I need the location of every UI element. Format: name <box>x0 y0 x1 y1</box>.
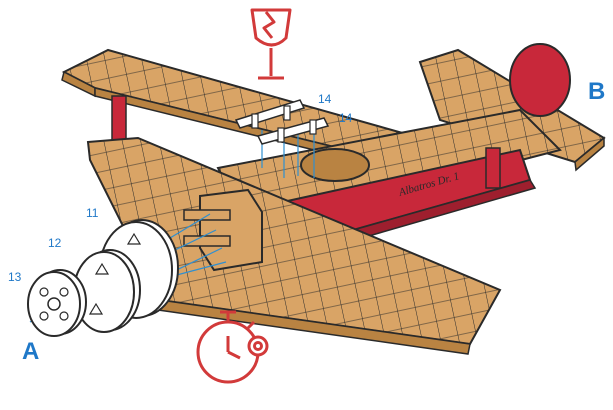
part-13-propeller-cap <box>28 270 86 336</box>
part-number-11: 11 <box>86 206 98 220</box>
part-number-13: 13 <box>8 270 21 284</box>
part-number-14-top: 14 <box>318 92 331 106</box>
part-number-12: 12 <box>48 236 61 250</box>
label-a: A <box>22 338 39 366</box>
fragile-glass-icon <box>252 10 290 78</box>
part-number-14-bottom: 14 <box>339 111 352 125</box>
label-b: B <box>588 78 605 106</box>
